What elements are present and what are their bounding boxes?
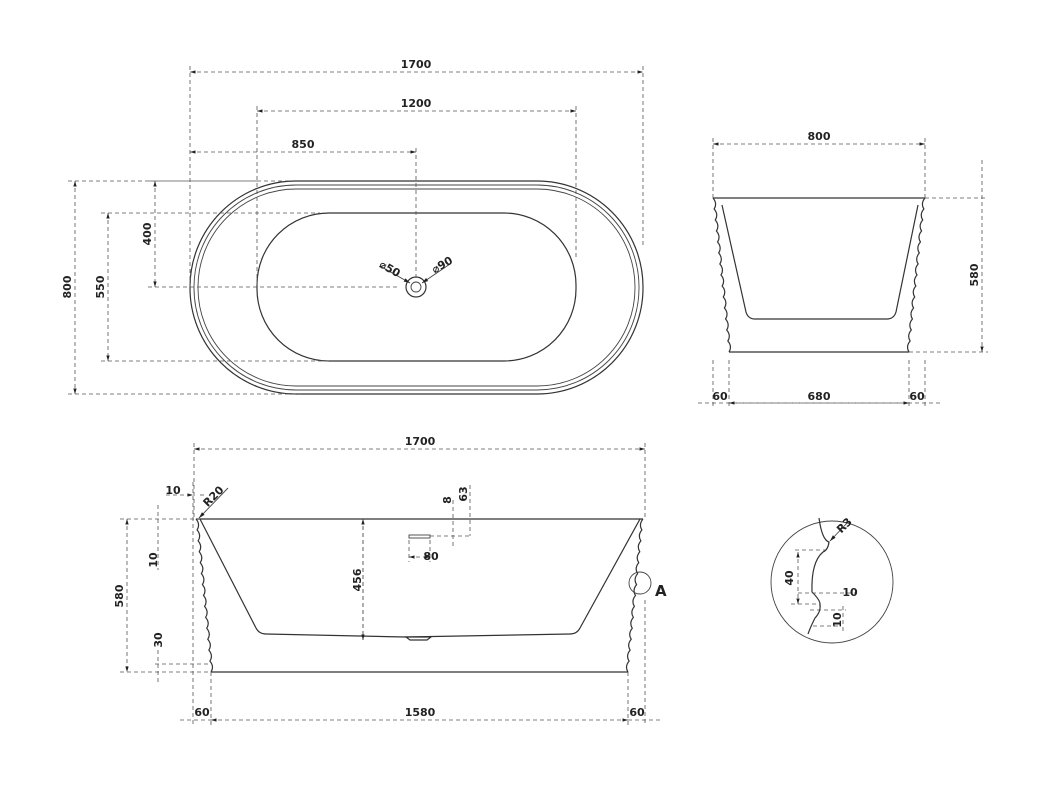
dim-drain-offset: 850	[292, 138, 315, 151]
dim-drain-half-width: 400	[141, 222, 154, 245]
side-wall-right	[625, 518, 644, 673]
side-basin-outline	[199, 518, 641, 638]
tub-outer-outline	[189, 180, 644, 395]
detail-a-view: R3 40 10 10	[770, 515, 894, 644]
dim-end-wall-left: 60	[712, 390, 728, 403]
drain-outer-icon	[405, 276, 427, 298]
detail-profile	[807, 517, 830, 635]
dim-overflow-width: 80	[423, 550, 439, 563]
dim-end-base-width: 680	[808, 390, 831, 403]
detail-a-marker	[628, 571, 652, 595]
end-wall-left	[712, 197, 732, 353]
tub-rim-inner-line	[197, 188, 636, 387]
end-view: 800 580 60 680 60	[698, 130, 988, 408]
tub-rim-line	[193, 184, 640, 391]
dim-side-overall-length: 1700	[405, 435, 436, 448]
dim-rim-thickness: 10	[147, 552, 160, 568]
dim-side-height: 580	[113, 584, 126, 607]
drain-outlet	[404, 636, 433, 641]
dim-drain-outer-diameter: ⌀90	[430, 254, 456, 276]
dim-rim-radius: R20	[201, 483, 227, 509]
detail-groove-height: 40	[783, 570, 796, 586]
dim-end-top-width: 800	[808, 130, 831, 143]
dim-depth: 456	[351, 568, 364, 591]
dim-side-wall-right: 60	[629, 706, 645, 719]
dim-basin-length: 1200	[401, 97, 432, 110]
dim-overall-length: 1700	[401, 58, 432, 71]
end-basin-outline	[721, 204, 919, 320]
dim-end-wall-right: 60	[909, 390, 925, 403]
detail-a-label: A	[655, 582, 667, 600]
detail-step: 10	[831, 612, 844, 628]
drain-inner-icon	[410, 281, 422, 293]
dim-bottom-offset: 30	[152, 632, 165, 648]
dim-overflow-top: 8	[441, 496, 454, 504]
dim-overall-width: 800	[61, 275, 74, 298]
side-wall-left	[195, 518, 214, 673]
end-wall-right	[906, 197, 926, 353]
dim-overflow-height: 63	[457, 486, 470, 501]
dim-side-wall-left: 60	[194, 706, 210, 719]
side-view: A 80 1700 1580 60 60 580 10 30 456 8 63 …	[113, 435, 667, 725]
dim-end-height: 580	[968, 263, 981, 286]
dim-basin-width: 550	[94, 275, 107, 298]
dim-side-base-length: 1580	[405, 706, 436, 719]
top-view: 1700 1200 850 800 550 400 ⌀50 ⌀90	[61, 58, 644, 395]
overflow-slot	[408, 534, 431, 539]
detail-groove-depth: 10	[842, 586, 858, 599]
dim-rim-offset: 10	[165, 484, 181, 497]
